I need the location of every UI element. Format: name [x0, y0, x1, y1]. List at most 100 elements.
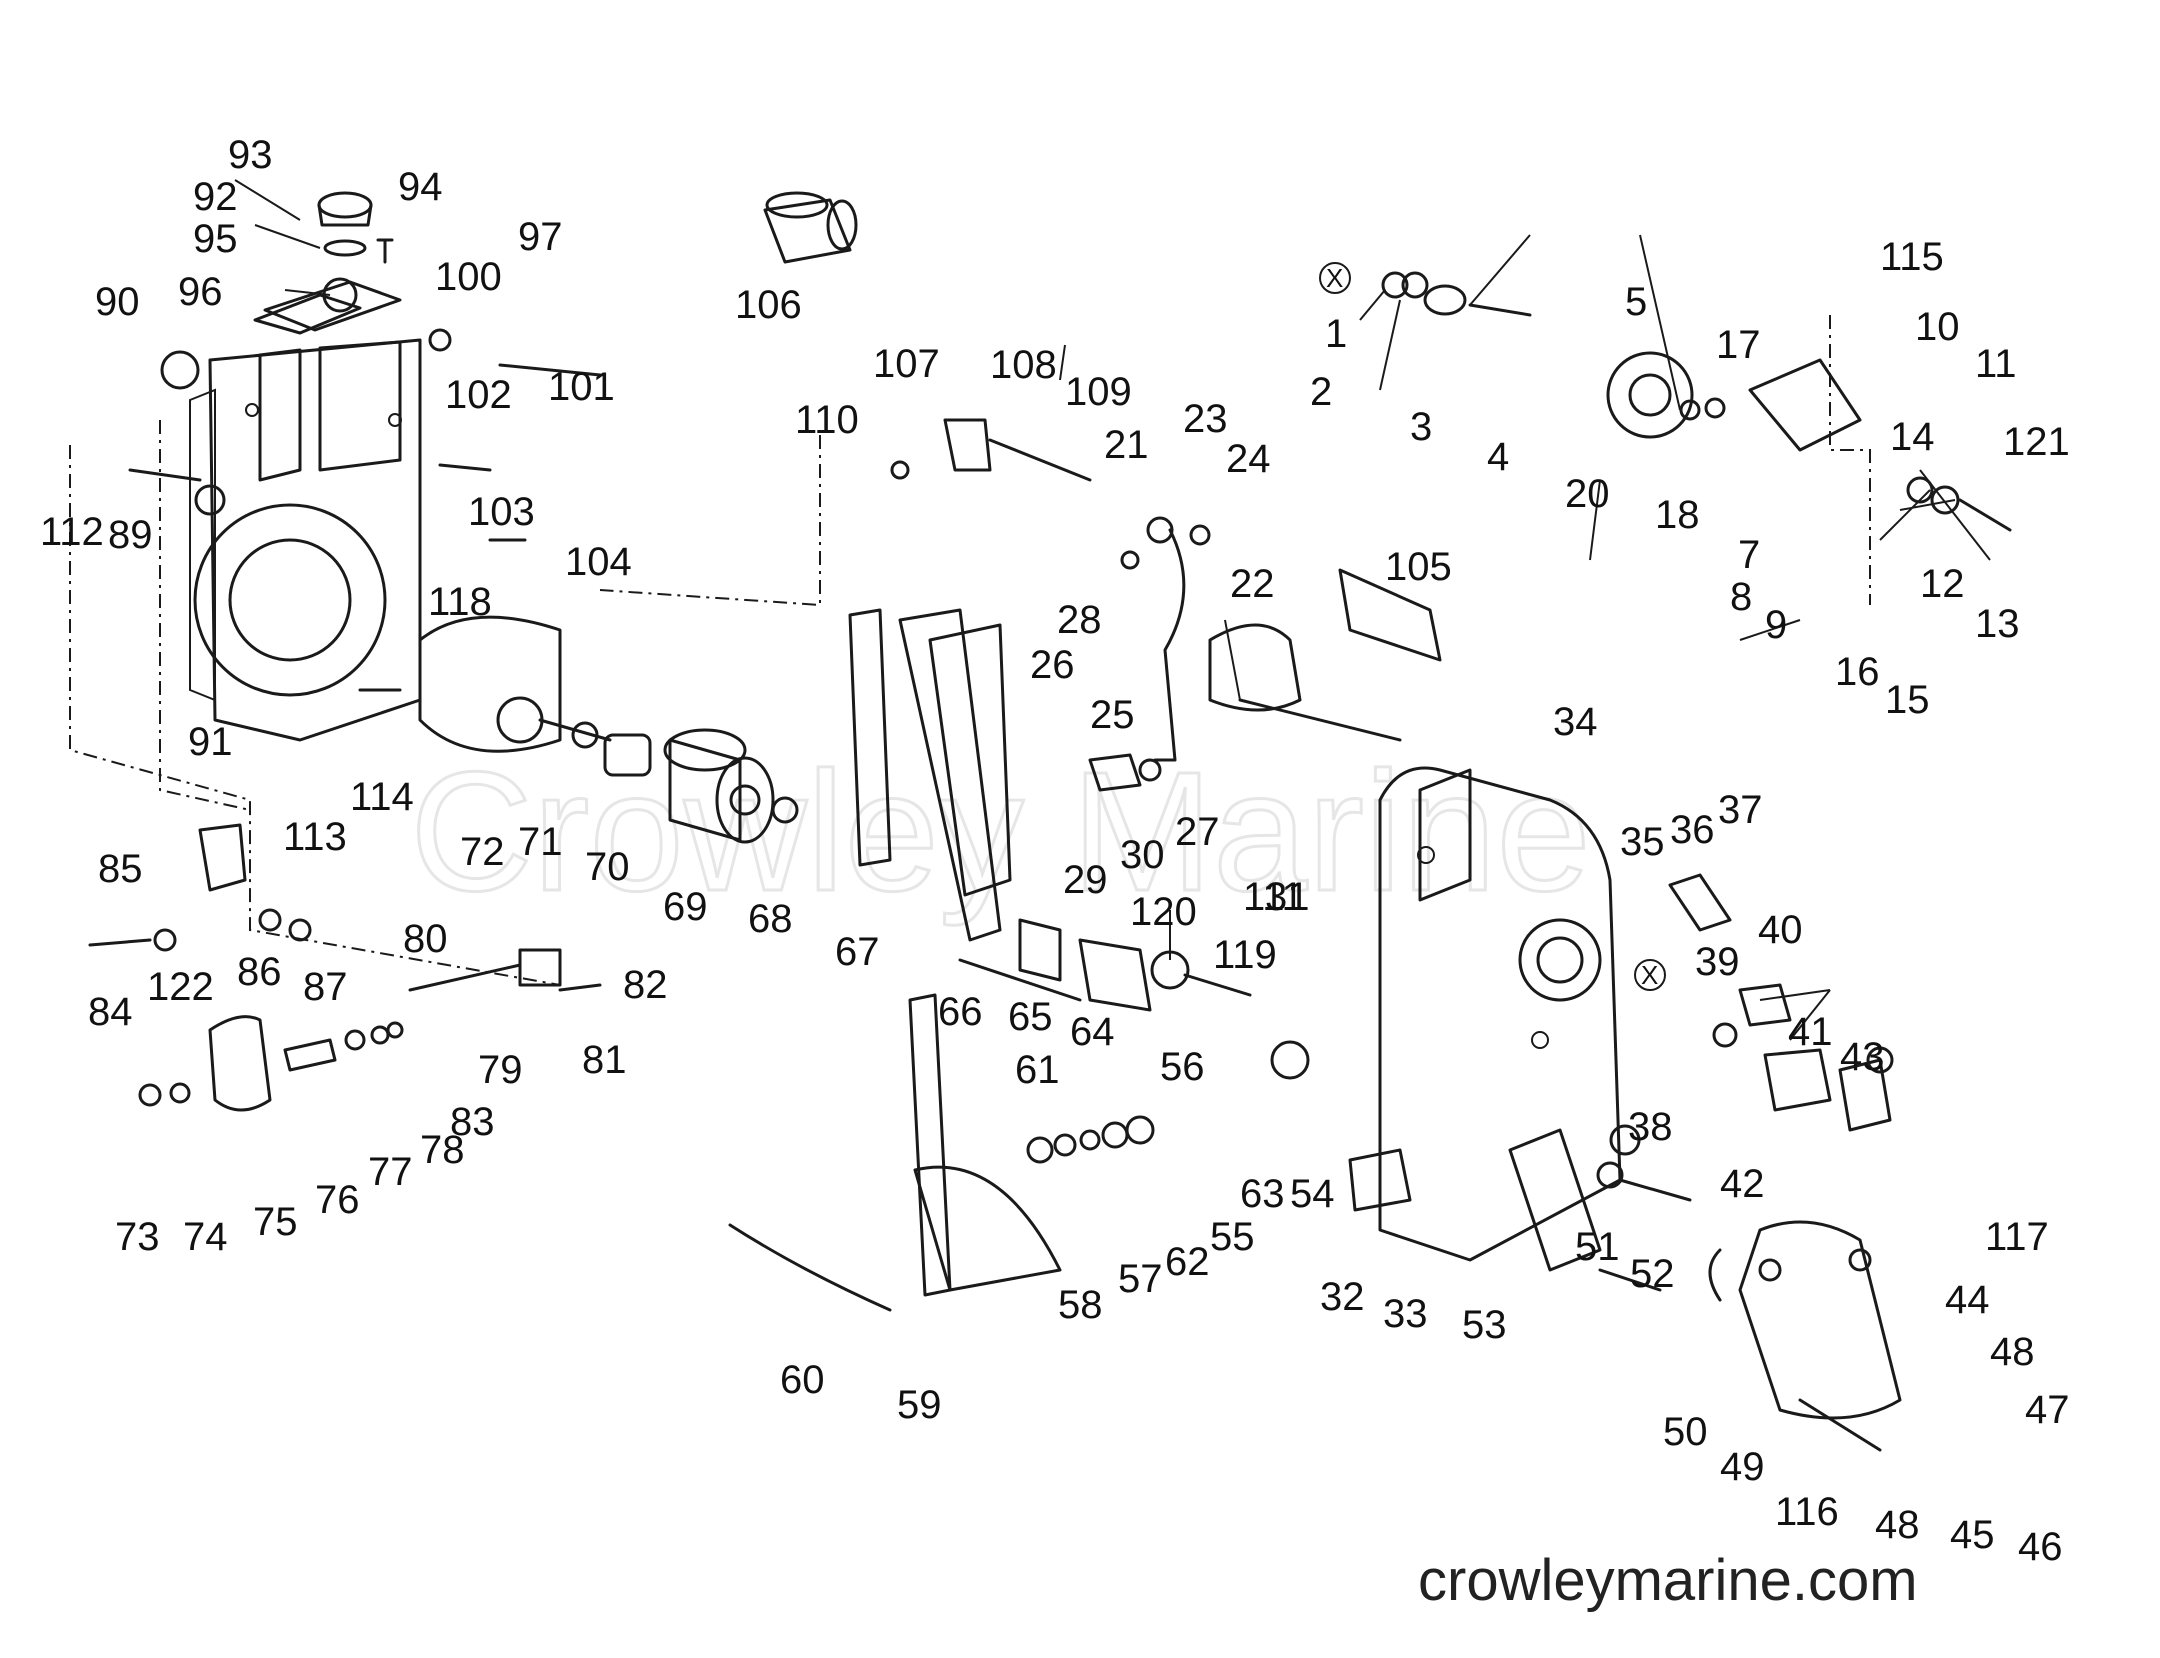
callout-42: 42 [1720, 1162, 1765, 1206]
callout-15: 15 [1885, 678, 1930, 722]
callout-108: 108 [990, 343, 1057, 387]
callout-8: 8 [1730, 575, 1752, 619]
callout-97: 97 [518, 215, 563, 259]
callout-13: 13 [1975, 602, 2020, 646]
callout-35: 35 [1620, 820, 1665, 864]
callout-39: 39 [1695, 940, 1740, 984]
callout-labels: 1 2 3 4 5 7 8 9 10 11 12 13 14 15 16 17 … [40, 133, 2070, 1569]
reference-line [1829, 315, 1871, 605]
callout-115: 115 [1880, 235, 1944, 279]
callout-116: 116 [1775, 1490, 1839, 1534]
callout-3: 3 [1410, 405, 1432, 449]
callout-12: 12 [1920, 562, 1965, 606]
callout-57: 57 [1118, 1257, 1163, 1301]
callout-63: 63 [1240, 1172, 1285, 1216]
svg-text:X: X [1326, 263, 1343, 293]
governor-cover-right [1708, 1220, 1902, 1452]
callout-77: 77 [368, 1150, 413, 1194]
callout-75: 75 [253, 1200, 298, 1244]
website-url: crowleymarine.com [1418, 1548, 1918, 1613]
callout-87: 87 [303, 965, 348, 1009]
callout-83: 83 [450, 1100, 495, 1144]
callout-51: 51 [1575, 1225, 1620, 1269]
svg-text:X: X [1641, 960, 1658, 990]
callout-30: 30 [1120, 833, 1165, 877]
callout-36: 36 [1670, 808, 1715, 852]
callout-104: 104 [565, 540, 632, 584]
governor-housing [189, 338, 422, 742]
callout-122: 122 [147, 965, 214, 1009]
callout-58: 58 [1058, 1283, 1103, 1327]
callout-25: 25 [1090, 693, 1135, 737]
callout-73: 73 [115, 1215, 160, 1259]
top-right-valve-assembly [1381, 271, 2012, 532]
callout-94: 94 [398, 165, 443, 209]
callout-67: 67 [835, 930, 880, 974]
callout-48: 48 [1990, 1330, 2035, 1374]
callout-46: 46 [2018, 1525, 2063, 1569]
callout-113: 113 [283, 815, 347, 859]
callout-29: 29 [1063, 858, 1108, 902]
callout-68: 68 [748, 897, 793, 941]
reference-mark-top: X [1319, 262, 1351, 294]
callout-40: 40 [1758, 908, 1803, 952]
callout-61: 61 [1015, 1048, 1060, 1092]
callout-86: 86 [237, 950, 282, 994]
callout-71: 71 [518, 820, 563, 864]
callout-17: 17 [1716, 323, 1761, 367]
callout-55: 55 [1210, 1215, 1255, 1259]
pump-housing [1348, 766, 1641, 1272]
callout-102: 102 [445, 373, 512, 417]
leader-lines [234, 179, 1991, 1041]
callout-59: 59 [897, 1383, 942, 1427]
callout-91: 91 [188, 720, 233, 764]
callout-5: 5 [1625, 280, 1647, 324]
watermark: Crowley Marine [410, 737, 1591, 927]
callout-95: 95 [193, 217, 238, 261]
callout-64: 64 [1070, 1010, 1115, 1054]
callout-96: 96 [178, 270, 223, 314]
reference-line [69, 445, 561, 986]
callout-106: 106 [735, 283, 802, 327]
callout-41: 41 [1788, 1010, 1833, 1054]
lever-linkage-lower-left [88, 823, 602, 1112]
callout-2: 2 [1310, 370, 1332, 414]
callout-101: 101 [548, 365, 615, 409]
callout-78: 78 [420, 1128, 465, 1172]
callout-85: 85 [98, 847, 143, 891]
callout-20: 20 [1565, 472, 1610, 516]
callout-49: 49 [1720, 1445, 1765, 1489]
callout-43: 43 [1840, 1035, 1885, 1079]
callout-9: 9 [1765, 603, 1787, 647]
callout-117: 117 [1985, 1215, 2049, 1259]
callout-33: 33 [1383, 1292, 1428, 1336]
reference-line [159, 420, 251, 811]
callout-121: 121 [2003, 420, 2070, 464]
callout-23: 23 [1183, 397, 1228, 441]
callout-76: 76 [315, 1178, 360, 1222]
reference-mark-mid: X [1634, 959, 1666, 991]
center-linkage [848, 418, 1211, 942]
callout-70: 70 [585, 845, 630, 889]
callout-22: 22 [1230, 562, 1275, 606]
callout-47: 47 [2025, 1388, 2070, 1432]
callout-48b: 48 [1875, 1503, 1920, 1547]
callout-4: 4 [1487, 435, 1509, 479]
callout-84: 84 [88, 990, 133, 1034]
callout-45: 45 [1950, 1513, 1995, 1557]
callout-100: 100 [435, 255, 502, 299]
callout-7: 7 [1738, 533, 1760, 577]
callout-110: 110 [795, 398, 859, 442]
callout-111: 111 [1243, 875, 1304, 919]
callout-114: 114 [350, 775, 414, 819]
nut-106 [763, 191, 858, 264]
left-small-parts [128, 328, 602, 692]
callout-32: 32 [1320, 1275, 1365, 1319]
callout-118: 118 [428, 580, 492, 624]
callout-72: 72 [460, 830, 505, 874]
callout-66: 66 [938, 990, 983, 1034]
right-side-small-parts [1596, 873, 1894, 1292]
callout-16: 16 [1835, 650, 1880, 694]
